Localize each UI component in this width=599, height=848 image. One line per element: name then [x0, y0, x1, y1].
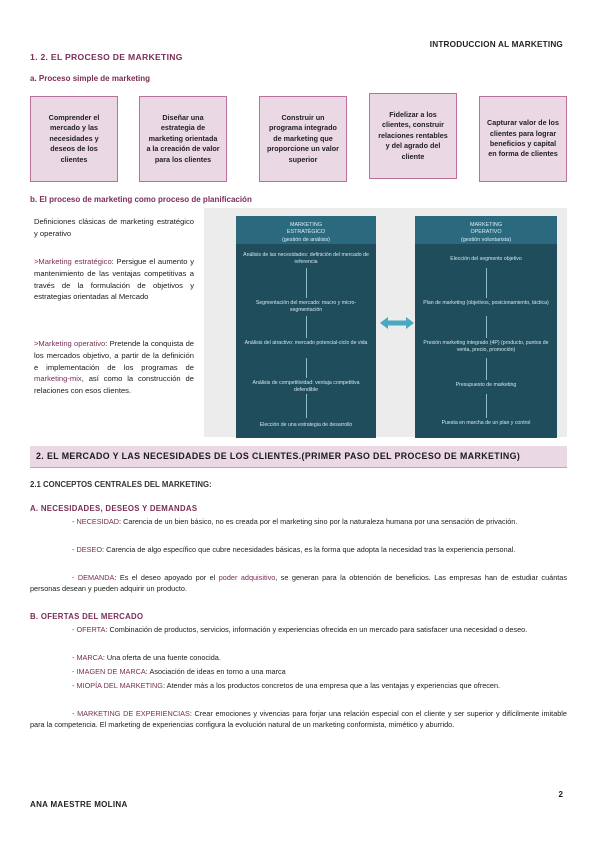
term-marca: MARCA	[76, 653, 103, 662]
strategic-head-line-3: (gestión de análisis)	[282, 236, 330, 243]
connector-line	[486, 358, 487, 380]
term-demanda: DEMANDA	[77, 573, 115, 582]
term-miopia: MIOPÍA DEL MARKETING	[76, 681, 163, 690]
deseo-text: : Carencia de algo específico que cubre …	[102, 545, 516, 554]
subsection-B-title: B. OFERTAS DEL MERCADO	[30, 612, 144, 621]
document-header-title: INTRODUCCION AL MARKETING	[429, 40, 563, 49]
strategic-item: Análisis del atractivo: mercado potencia…	[244, 340, 368, 346]
section-title-proceso: 1. 2. EL PROCESO DE MARKETING	[30, 52, 183, 62]
strategic-operative-diagram: MARKETING ESTRATÉGICO (gestión de anális…	[204, 208, 567, 438]
definition-demanda: - DEMANDA: Es el deseo apoyado por el po…	[30, 573, 567, 594]
necesidad-text: : Carencia de un bien básico, no es crea…	[119, 517, 518, 526]
definitions-intro: Definiciones clásicas de marketing estra…	[34, 217, 194, 238]
process-step-1: Comprender el mercado y las necesidades …	[30, 96, 118, 182]
process-step-4: Fidelizar a los clientes, construir rela…	[369, 93, 457, 179]
section-2-banner: 2. EL MERCADO Y LAS NECESIDADES DE LOS C…	[30, 446, 567, 468]
operative-head-line-1: MARKETING	[469, 222, 503, 228]
strategic-marketing-paragraph: >Marketing estratégico: Persigue el aume…	[34, 256, 194, 303]
connector-line	[306, 316, 307, 338]
process-step-3: Construir un programa integrado de marke…	[259, 96, 347, 182]
subsection-2-1-title: 2.1 CONCEPTOS CENTRALES DEL MARKETING:	[30, 480, 212, 489]
operative-marketing-paragraph: >Marketing operativo: Pretende la conqui…	[34, 338, 194, 397]
term-deseo: DESEO	[76, 545, 103, 554]
strategic-item: Análisis de competitividad: ventaja comp…	[252, 380, 360, 393]
term-oferta: OFERTA	[76, 625, 106, 634]
strategic-item: Análisis de las necesidades: definición …	[243, 252, 369, 265]
strategic-text: : Persigue el aumento y mantenimiento de…	[34, 257, 194, 302]
author-footer: ANA MAESTRE MOLINA	[30, 800, 128, 809]
operative-mix-term: marketing-mix	[34, 374, 82, 384]
operative-head-line-2: OPERATIVO	[470, 229, 502, 236]
strategic-item: Elección de una estrategia de desarrollo	[259, 422, 353, 428]
connector-line	[486, 394, 487, 418]
miopia-text: : Atender más a los productos concretos …	[162, 681, 501, 690]
double-arrow-icon	[380, 317, 414, 329]
term-necesidad: NECESIDAD	[76, 517, 120, 526]
operative-item: Plan de marketing (objetivos, posicionam…	[423, 300, 549, 306]
strategic-item: Segmentación del mercado: macro y micro-…	[255, 300, 357, 313]
operative-item: Presupuesto de marketing	[455, 382, 517, 388]
definition-deseo: - DESEO: Carencia de algo específico que…	[72, 545, 516, 554]
operative-column: MARKETING OPERATIVO (gestión voluntarist…	[415, 216, 557, 438]
operative-head-line-3: (gestión voluntarista)	[460, 236, 512, 243]
page-number: 2	[558, 790, 563, 799]
connector-line	[306, 358, 307, 378]
connector-line	[486, 316, 487, 338]
operative-item: Elección del segmento objetivo	[450, 256, 522, 262]
connector-line	[306, 268, 307, 298]
definition-marca: - MARCA: Una oferta de una fuente conoci…	[72, 653, 221, 662]
process-step-2: Diseñar una estrategia de marketing orie…	[139, 96, 227, 182]
demanda-text-1: : Es el deseo apoyado por el	[114, 573, 219, 582]
operative-item: Presión marketing integrado (4P) (produc…	[423, 340, 549, 353]
experiencias-text: : Crear emociones y vivencias para forja…	[30, 709, 567, 730]
operative-text-1: : Pretende la conquista de los mercados …	[34, 339, 195, 372]
strategic-column-header: MARKETING ESTRATÉGICO (gestión de anális…	[236, 216, 376, 244]
subsection-a-title: a. Proceso simple de marketing	[30, 74, 151, 83]
operative-label: >Marketing operativo	[34, 339, 106, 348]
term-poder-adquisitivo: poder adquisitivo	[218, 573, 276, 582]
term-imagen-de-marca: IMAGEN DE MARCA	[76, 667, 146, 676]
strategic-label: >Marketing estratégico	[34, 257, 112, 266]
operative-text-2: , así como la construcción de relaciones…	[34, 374, 194, 396]
operative-item: Puesta en marcha de un plan y control	[441, 420, 531, 426]
strategic-head-line-1: MARKETING	[289, 222, 323, 228]
connector-line	[486, 268, 487, 298]
definition-oferta: - OFERTA: Combinación de productos, serv…	[72, 625, 528, 634]
definition-imagen-de-marca: - IMAGEN DE MARCA: Asociación de ideas e…	[72, 667, 286, 676]
subsection-b-title: b. El proceso de marketing como proceso …	[30, 195, 252, 204]
strategic-column: MARKETING ESTRATÉGICO (gestión de anális…	[236, 216, 376, 438]
operative-column-header: MARKETING OPERATIVO (gestión voluntarist…	[415, 216, 557, 244]
definition-necesidad: - NECESIDAD: Carencia de un bien básico,…	[72, 517, 518, 526]
marca-text: : Una oferta de una fuente conocida.	[102, 653, 221, 662]
oferta-text: : Combinación de productos, servicios, i…	[105, 625, 528, 634]
demanda-text-2: , se generan para la obtención de benefi…	[30, 573, 567, 594]
definition-marketing-experiencias: - MARKETING DE EXPERIENCIAS: Crear emoci…	[30, 709, 567, 730]
definition-miopia: - MIOPÍA DEL MARKETING: Atender más a lo…	[72, 681, 501, 690]
subsection-A-title: A. NECESIDADES, DESEOS Y DEMANDAS	[30, 504, 198, 513]
process-step-5: Capturar valor de los clientes para logr…	[479, 96, 567, 182]
connector-line	[306, 394, 307, 418]
term-marketing-experiencias: MARKETING DE EXPERIENCIAS	[77, 709, 190, 718]
imagen-text: : Asociación de ideas en torno a una mar…	[145, 667, 286, 676]
strategic-head-line-2: ESTRATÉGICO	[286, 229, 326, 236]
